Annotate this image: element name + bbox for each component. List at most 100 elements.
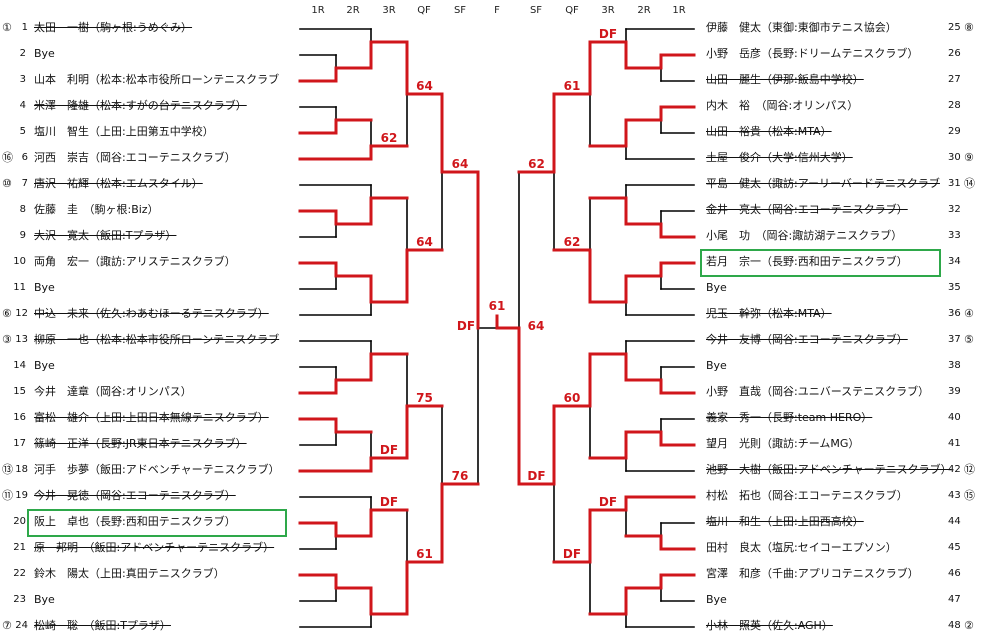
score-label: 61 xyxy=(416,547,433,561)
player-row: 32 金井 亮太（岡谷:エコーテニスクラブ） xyxy=(0,201,984,219)
draw-number: 26 xyxy=(948,48,961,59)
player-row: 45 田村 良太（塩尻:セイコーエプソン） xyxy=(0,539,984,557)
highlight-box xyxy=(27,509,287,537)
seed-mark: ⑤ xyxy=(964,333,974,346)
round-header-3r: 3R xyxy=(382,5,396,16)
seed-mark: ⑪ xyxy=(2,489,13,502)
draw-number: 29 xyxy=(948,126,961,137)
player-name: 小野 直哉（岡谷:ユニバーステニスクラブ） xyxy=(706,385,930,398)
draw-number: 23 xyxy=(13,594,26,605)
draw-number: 8 xyxy=(19,204,26,215)
draw-number: 43 xyxy=(948,490,961,501)
player-name: Bye xyxy=(706,593,727,606)
player-name: 両角 宏一（諏訪:アリステニスクラブ） xyxy=(34,255,236,268)
draw-number: 32 xyxy=(948,204,961,215)
draw-number: 27 xyxy=(948,74,961,85)
player-name: Bye xyxy=(706,281,727,294)
seed-mark: ⑨ xyxy=(964,151,974,164)
player-name: 田村 良太（塩尻:セイコーエプソン） xyxy=(706,541,897,554)
draw-number: 20 xyxy=(13,516,26,527)
draw-number: 10 xyxy=(13,256,26,267)
seed-mark: ⑯ xyxy=(2,151,13,164)
score-label: 76 xyxy=(452,469,469,483)
draw-number: 37 xyxy=(948,334,961,345)
seed-mark: ⑫ xyxy=(964,463,975,476)
player-name: 義家 秀一（長野:team HERO） xyxy=(706,411,873,424)
highlight-box xyxy=(700,249,941,277)
score-label: 62 xyxy=(564,235,581,249)
player-name: Bye xyxy=(34,359,55,372)
draw-number: 3 xyxy=(19,74,26,85)
draw-number: 6 xyxy=(21,152,28,163)
player-name: 山田 麗生（伊那:飯島中学校） xyxy=(706,73,864,86)
player-name: 山田 裕貴（松本:MTA） xyxy=(706,125,832,138)
seed-mark: ⑬ xyxy=(2,463,13,476)
player-name: 望月 光則（諏訪:チームMG） xyxy=(706,437,860,450)
round-header-right-qf: QF xyxy=(565,5,579,16)
round-header-1r: 1R xyxy=(311,5,325,16)
draw-number: 14 xyxy=(13,360,26,371)
draw-number: 5 xyxy=(19,126,26,137)
player-name: Bye xyxy=(34,47,55,60)
player-name: Bye xyxy=(34,281,55,294)
player-name: 池野 大樹（飯田:アドベンチャーテニスクラブ） xyxy=(706,463,952,476)
draw-number: 24 xyxy=(15,620,28,631)
draw-number: 45 xyxy=(948,542,961,553)
seed-mark: ⑮ xyxy=(964,489,975,502)
score-label: 64 xyxy=(452,157,469,171)
player-row: 34 若月 宗一（長野:西和田テニスクラブ） xyxy=(0,253,984,271)
score-label: DF xyxy=(563,547,581,561)
player-name: 塩川 智生（上田:上田第五中学校） xyxy=(34,125,214,138)
draw-number: 34 xyxy=(948,256,961,267)
draw-number: 19 xyxy=(15,490,28,501)
seed-mark: ⑥ xyxy=(2,307,12,320)
seed-mark: ③ xyxy=(2,333,12,346)
score-label: DF xyxy=(599,27,617,41)
draw-number: 41 xyxy=(948,438,961,449)
player-name: 今井 友博（岡谷:エコーテニスクラブ） xyxy=(706,333,908,346)
player-name: 大沢 寛太（飯田:Tプラザ） xyxy=(34,229,177,242)
draw-number: 16 xyxy=(13,412,26,423)
player-name: 篠崎 正洋（長野:JR東日本テニスクラブ） xyxy=(34,437,247,450)
player-name: 内木 裕 （岡谷:オリンパス） xyxy=(706,99,859,112)
draw-number: 11 xyxy=(13,282,26,293)
player-row: 10 両角 宏一（諏訪:アリステニスクラブ） xyxy=(0,253,984,271)
player-name: 土屋 俊介（大学:信州大学） xyxy=(706,151,853,164)
player-name: 今井 晃徳（岡谷:エコーテニスクラブ） xyxy=(34,489,236,502)
player-name: 小野 岳彦（長野:ドリームテニスクラブ） xyxy=(706,47,919,60)
seed-mark: ⑦ xyxy=(2,619,12,632)
draw-number: 2 xyxy=(19,48,26,59)
player-name: 若月 宗一（長野:西和田テニスクラブ） xyxy=(706,255,908,268)
player-name: 金井 亮太（岡谷:エコーテニスクラブ） xyxy=(706,203,908,216)
player-name: Bye xyxy=(34,593,55,606)
draw-number: 15 xyxy=(13,386,26,397)
score-label: 62 xyxy=(528,157,545,171)
player-name: 山本 利明（松本:松本市役所ローンテニスクラブ xyxy=(34,73,280,86)
player-name: 平島 健太（諏訪:アーリーバードテニスクラブ xyxy=(706,177,940,190)
draw-number: 4 xyxy=(19,100,26,111)
round-header-right-3r: 3R xyxy=(601,5,615,16)
player-name: 太田 一樹（駒ヶ根:うめぐみ） xyxy=(34,21,193,34)
draw-number: 48 xyxy=(948,620,961,631)
player-name: 宮澤 和彦（千曲:アプリコテニスクラブ） xyxy=(706,567,919,580)
